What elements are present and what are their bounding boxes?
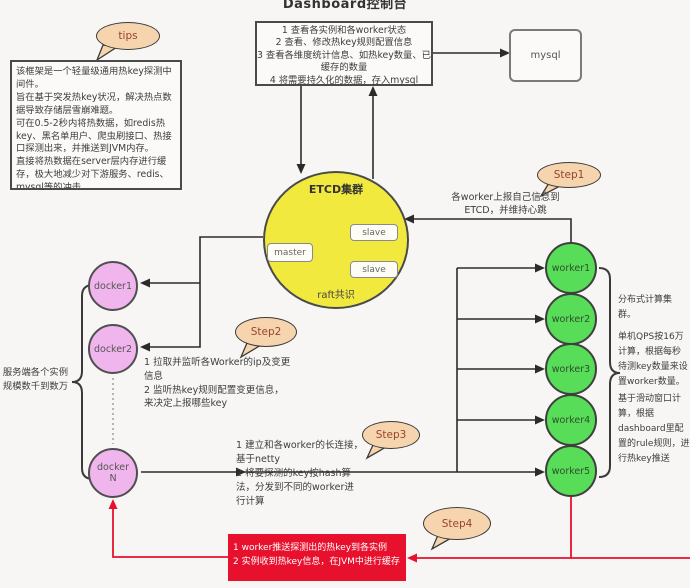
docker1-node: docker1 (88, 261, 138, 311)
mysql-node: mysql (509, 29, 582, 82)
worker3-node: worker3 (545, 343, 597, 395)
page-title: Dashboard控制台 (282, 0, 408, 12)
worker5-node: worker5 (545, 445, 597, 497)
arrowhead-into-mysql (500, 48, 510, 58)
step1-bubble: Step1 (537, 162, 601, 188)
step3-note: 1 建立和各worker的长连接， 基于netty 2 将要探测的key按has… (236, 440, 363, 507)
arrowhead-into-dashboard (368, 86, 378, 96)
line-redbox-to-dockerN (112, 507, 228, 558)
line-worker1-to-etcd (412, 218, 572, 243)
lines-etcd-to-dockers (147, 236, 263, 348)
arrowhead-into-worker2 (535, 314, 545, 324)
worker2-node: worker2 (545, 293, 597, 345)
etcd-slave1-node: slave (350, 224, 398, 241)
worker-bus-lines (456, 267, 539, 472)
hotkey-push-result-box: 1 worker推送探测出的热key到各实例 2 实例收到热key信息，在JVM… (228, 534, 406, 581)
docker2-node: docker2 (88, 324, 138, 374)
tips-text-box: 该框架是一个轻量级通用热key探测中间件。 旨在基于突发热key状况，解决热点数… (10, 60, 182, 190)
step3-bubble: Step3 (362, 421, 420, 449)
black-arrowheads (140, 48, 545, 477)
arrowhead-into-worker1 (535, 263, 545, 273)
dashboard-responsibilities-box: 1 查看各实例和各worker状态 2 查看、修改热key规则配置信息 3 查看… (255, 21, 433, 86)
step1-note: 各worker上报自己信息到 ETCD，并维持心跳 (451, 192, 560, 216)
dockerN-node: docker N (88, 448, 138, 498)
workers-note-qps: 单机QPS按16万 计算，根据每秒 待测key数量来设 置worker数量。 (618, 332, 688, 387)
red-arrowheads (108, 499, 417, 563)
brace-dockers-left (71, 284, 94, 480)
line-worker5-to-redbox (416, 497, 690, 559)
arrowhead-into-etcd-right (404, 214, 414, 224)
workers-note-cluster: 分布式计算集 群。 (618, 295, 673, 320)
arrowhead-into-worker3 (535, 364, 545, 374)
worker4-node: worker4 (545, 394, 597, 446)
step2-bubble: Step2 (235, 317, 297, 347)
workers-note-sliding-window: 基于滑动窗口计 算，根据 dashboard里配 置的rule规则，进 行热ke… (618, 394, 690, 464)
arrowhead-into-worker4 (535, 415, 545, 425)
raft-consensus-label: raft共识 (317, 290, 355, 301)
arrowhead-into-dockerN (108, 499, 118, 509)
tips-bubble: tips (96, 22, 160, 50)
etcd-master-node: master (267, 243, 313, 262)
arrowhead-into-docker2 (140, 342, 150, 352)
arrowhead-into-docker1 (140, 278, 150, 288)
dockers-scale-label: 服务端各个实例 规模数千到数万 (2, 367, 68, 392)
etcd-cluster-label: ETCD集群 (308, 183, 364, 196)
etcd-slave2-node: slave (350, 261, 398, 278)
brace-workers-right (598, 267, 621, 478)
step4-bubble: Step4 (423, 507, 491, 540)
arrowhead-into-redbox (407, 553, 417, 563)
arrowhead-mid-dockerN-line (236, 467, 246, 477)
worker1-node: worker1 (545, 242, 597, 294)
step2-note: 1 拉取并监听各Worker的ip及变更 信息 2 监听热key规则配置变更信息… (144, 357, 291, 410)
arrowhead-into-etcd-top (296, 164, 306, 174)
red-connectors (112, 497, 690, 559)
braces (71, 267, 621, 480)
arrowhead-into-worker5 (535, 467, 545, 477)
